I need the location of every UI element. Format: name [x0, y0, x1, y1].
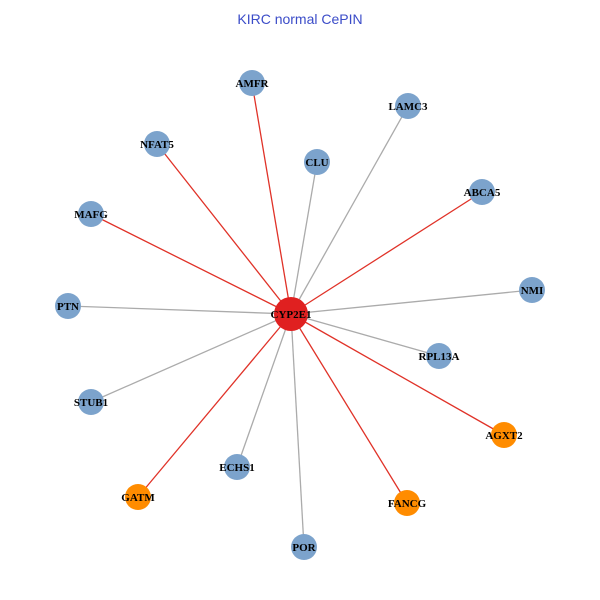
node-AGXT2 [491, 422, 517, 448]
node-RPL13A [426, 343, 452, 369]
edge-CYP2E1-ABCA5 [290, 191, 483, 315]
node-STUB1 [78, 389, 104, 415]
node-AMFR [239, 70, 265, 96]
edge-CYP2E1-FANCG [290, 313, 408, 504]
node-PTN [55, 293, 81, 319]
node-ABCA5 [469, 179, 495, 205]
edge-CYP2E1-LAMC3 [290, 105, 409, 315]
node-FANCG [394, 490, 420, 516]
edge-layer [67, 82, 533, 548]
edge-CYP2E1-CLU [290, 161, 318, 315]
node-POR [291, 534, 317, 560]
node-GATM [125, 484, 151, 510]
edge-CYP2E1-AGXT2 [290, 313, 505, 436]
edge-CYP2E1-MAFG [90, 213, 292, 315]
plot-title: KIRC normal CePIN [237, 11, 362, 27]
edge-CYP2E1-POR [290, 313, 305, 548]
node-LAMC3 [395, 93, 421, 119]
node-ECHS1 [224, 454, 250, 480]
edge-CYP2E1-ECHS1 [236, 313, 292, 468]
edge-CYP2E1-RPL13A [290, 313, 440, 357]
edge-CYP2E1-STUB1 [90, 313, 292, 403]
node-NFAT5 [144, 131, 170, 157]
edge-CYP2E1-PTN [67, 305, 292, 315]
node-CYP2E1 [274, 297, 308, 331]
node-MAFG [78, 201, 104, 227]
node-CLU [304, 149, 330, 175]
edge-CYP2E1-NFAT5 [156, 143, 292, 315]
edge-CYP2E1-NMI [290, 289, 533, 315]
node-NMI [519, 277, 545, 303]
edge-CYP2E1-GATM [137, 313, 292, 498]
edge-CYP2E1-AMFR [251, 82, 292, 315]
